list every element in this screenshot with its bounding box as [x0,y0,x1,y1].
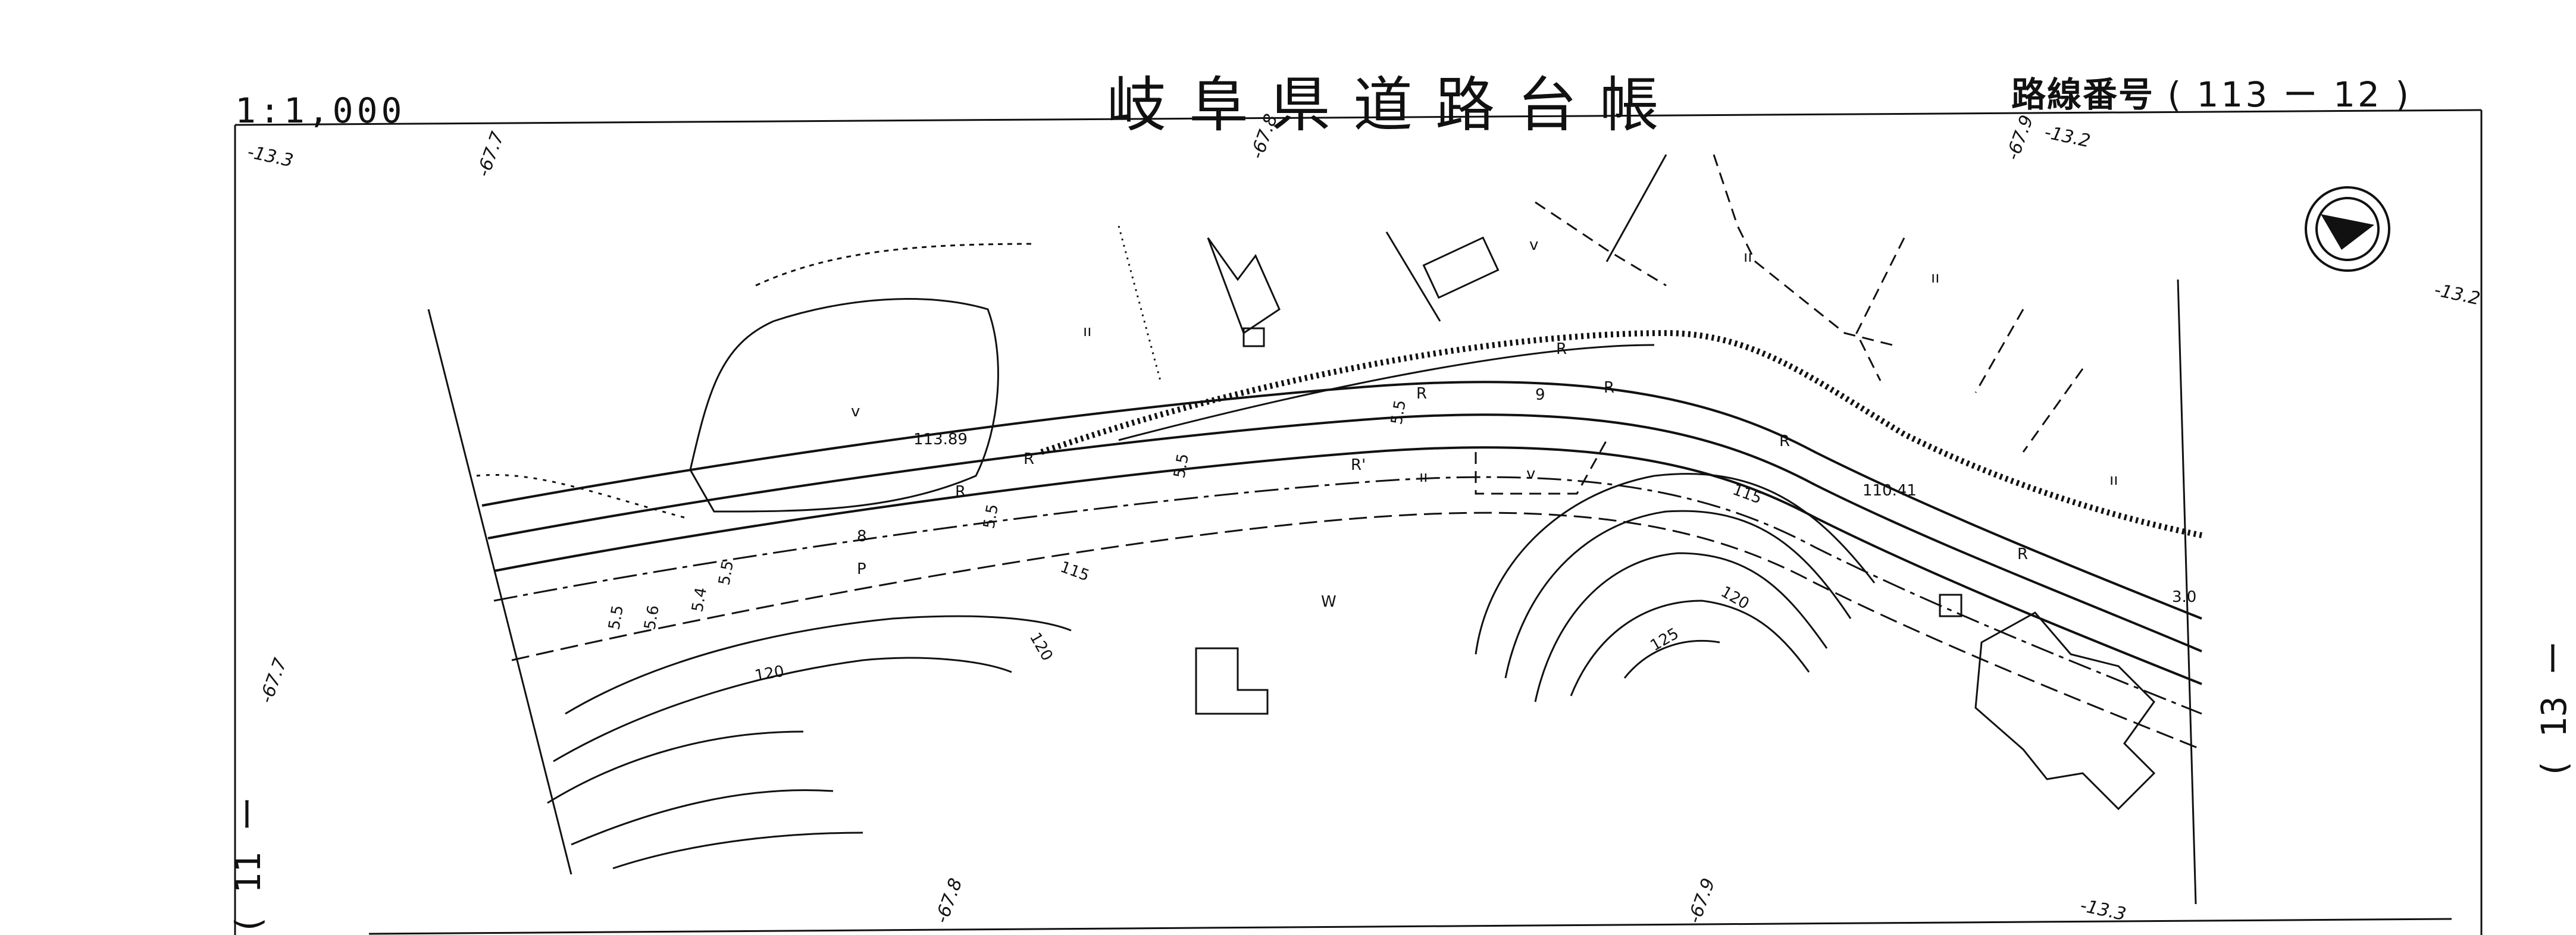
width-label: 5.5 [605,604,627,631]
road-mark: R [1556,340,1567,358]
width-label: 5.4 [688,586,710,613]
building [1195,647,1269,715]
land-use-symbol: ıı [1744,248,1752,266]
field-boundaries [1475,154,2084,495]
contour-label: 120 [753,663,785,685]
land-use-symbol: W [1321,593,1336,611]
elevation-label: 113.89 [913,431,968,448]
contour-label: 120 [1026,630,1056,664]
pond-outline [689,298,999,513]
width-label: 5.6 [641,604,663,631]
north-arrow-icon [2305,186,2390,272]
road-mark: R [955,483,966,501]
route-number-value: ( 113 ー 12 ) [2167,74,2411,115]
road-mark: R [1779,432,1790,450]
land-use-symbol: v [851,403,860,421]
land-use-symbol: v [1526,465,1535,483]
building [1939,594,1962,617]
contour-label: 125 [1648,625,1682,655]
width-label: 5.5 [980,503,1002,530]
contour-label: 115 [1730,481,1764,507]
land-use-symbol: ıı [1083,322,1091,340]
land-use-symbol: v [1529,236,1538,254]
building [1207,237,1281,335]
width-label: 3.0 [2172,588,2196,606]
route-number-label: 路線番号 [2011,74,2155,115]
road-mark: P [857,560,866,578]
station-number: 9 [1535,386,1545,404]
contour-lines-left [547,615,1072,870]
width-label: 5.5 [1170,452,1192,479]
road [481,381,2202,751]
building [1242,327,1265,347]
land-use-symbol: ıı [2109,471,2118,489]
land-use-symbol: ıı [1419,468,1428,486]
building [1974,611,2156,811]
frame-top-line [234,109,2482,126]
route-number: 路線番号 ( 113 ー 12 ) [2011,67,2411,117]
road-mark: R [1416,385,1427,403]
road-mark: R' [1351,456,1366,474]
road-mark: R [1604,379,1614,397]
elevation-label: 110.41 [1863,482,1917,500]
contour-lines-right [1475,473,1876,702]
building [1422,236,1500,299]
station-number: 8 [857,528,867,545]
width-label: 5.5 [715,559,737,586]
land-use-symbol: ıı [1931,269,1939,287]
road-edge-hatched [1040,330,2202,538]
road-mark: R [1023,450,1034,468]
road-mark: R [2017,545,2028,563]
contour-label: 115 [1058,558,1092,585]
width-label: 5.5 [1388,399,1410,426]
map-title: 岐阜県道路台帳 [1107,70,1682,140]
frame-bottom-line [368,918,2452,935]
